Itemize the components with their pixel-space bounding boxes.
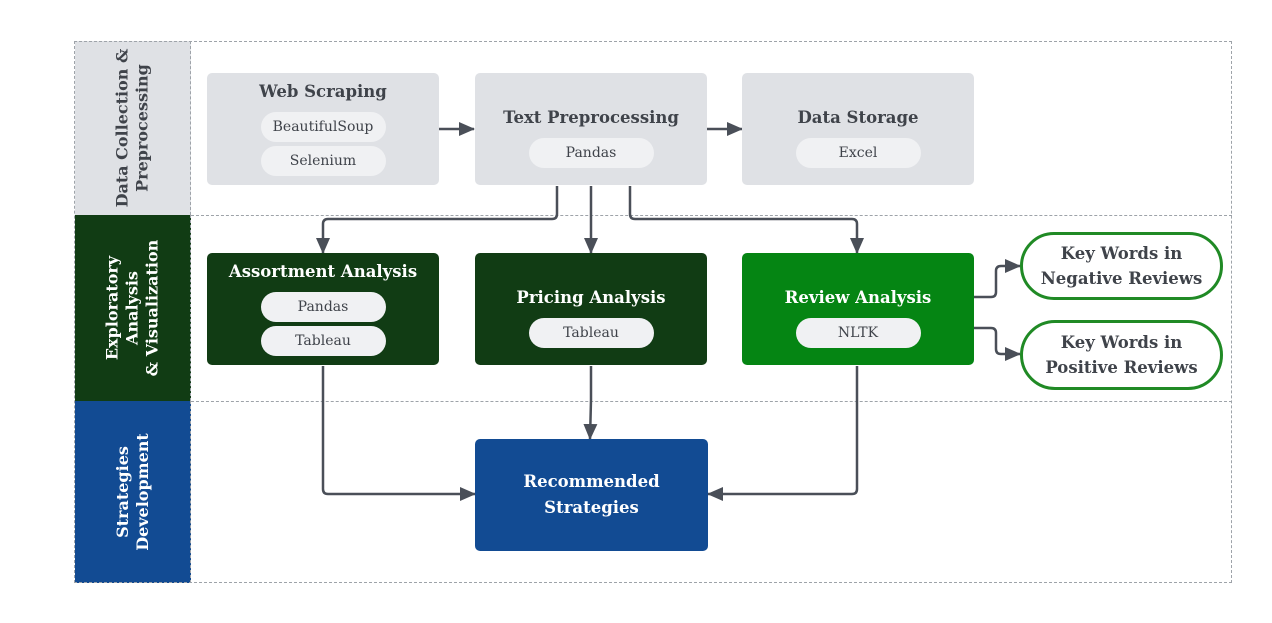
- edge-review-to-strategies: [707, 366, 859, 501]
- node-recommended-strategies[interactable]: Recommended Strategies: [475, 439, 708, 551]
- node-positive-keywords[interactable]: Key Words in Positive Reviews: [1020, 320, 1223, 390]
- node-title: Pricing Analysis: [516, 288, 666, 307]
- lane-label-data-collection: Data Collection & Preprocessing: [75, 41, 191, 215]
- node-assortment-analysis[interactable]: Assortment Analysis Pandas Tableau: [207, 253, 439, 365]
- edge-text-preprocessing-to-assortment: [316, 186, 559, 254]
- node-data-storage[interactable]: Data Storage Excel: [742, 73, 974, 185]
- tool-chip: Pandas: [260, 292, 386, 322]
- tool-chip: Pandas: [528, 138, 654, 168]
- tool-chip: Tableau: [528, 318, 654, 348]
- edge-review-to-positive-keywords: [974, 326, 1021, 361]
- edge-pricing-to-strategies: [583, 366, 598, 440]
- node-title: Key Words in Negative Reviews: [1040, 244, 1203, 288]
- edge-assortment-to-strategies: [321, 366, 476, 501]
- lane-label-exploratory-analysis: Exploratory Analysis & Visualization: [75, 215, 191, 401]
- node-review-analysis[interactable]: Review Analysis NLTK: [742, 253, 974, 365]
- node-web-scraping[interactable]: Web Scraping BeautifulSoup Selenium: [207, 73, 439, 185]
- node-negative-keywords[interactable]: Key Words in Negative Reviews: [1020, 232, 1223, 300]
- lane-label-strategies-development: Strategies Development: [75, 401, 191, 583]
- node-pricing-analysis[interactable]: Pricing Analysis Tableau: [475, 253, 707, 365]
- tool-chip: BeautifulSoup: [260, 112, 386, 142]
- node-title: Data Storage: [797, 108, 919, 127]
- node-title: Assortment Analysis: [228, 262, 418, 281]
- tool-chip: Tableau: [260, 326, 386, 356]
- node-title: Key Words in Positive Reviews: [1045, 333, 1198, 377]
- tool-chip: Selenium: [260, 146, 386, 176]
- lane-divider: [191, 215, 1232, 216]
- tool-chip: Excel: [795, 138, 921, 168]
- node-title: Text Preprocessing: [503, 108, 679, 127]
- edge-text-preprocessing-to-review: [628, 186, 864, 254]
- node-text-preprocessing[interactable]: Text Preprocessing Pandas: [475, 73, 707, 185]
- lane-divider: [191, 401, 1232, 402]
- swimlane-frame: [74, 41, 1232, 583]
- node-title: Web Scraping: [259, 82, 387, 101]
- node-title: Review Analysis: [784, 288, 932, 307]
- edge-review-to-negative-keywords: [974, 259, 1021, 299]
- tool-chip: NLTK: [795, 318, 921, 348]
- node-title: Recommended Strategies: [523, 472, 660, 517]
